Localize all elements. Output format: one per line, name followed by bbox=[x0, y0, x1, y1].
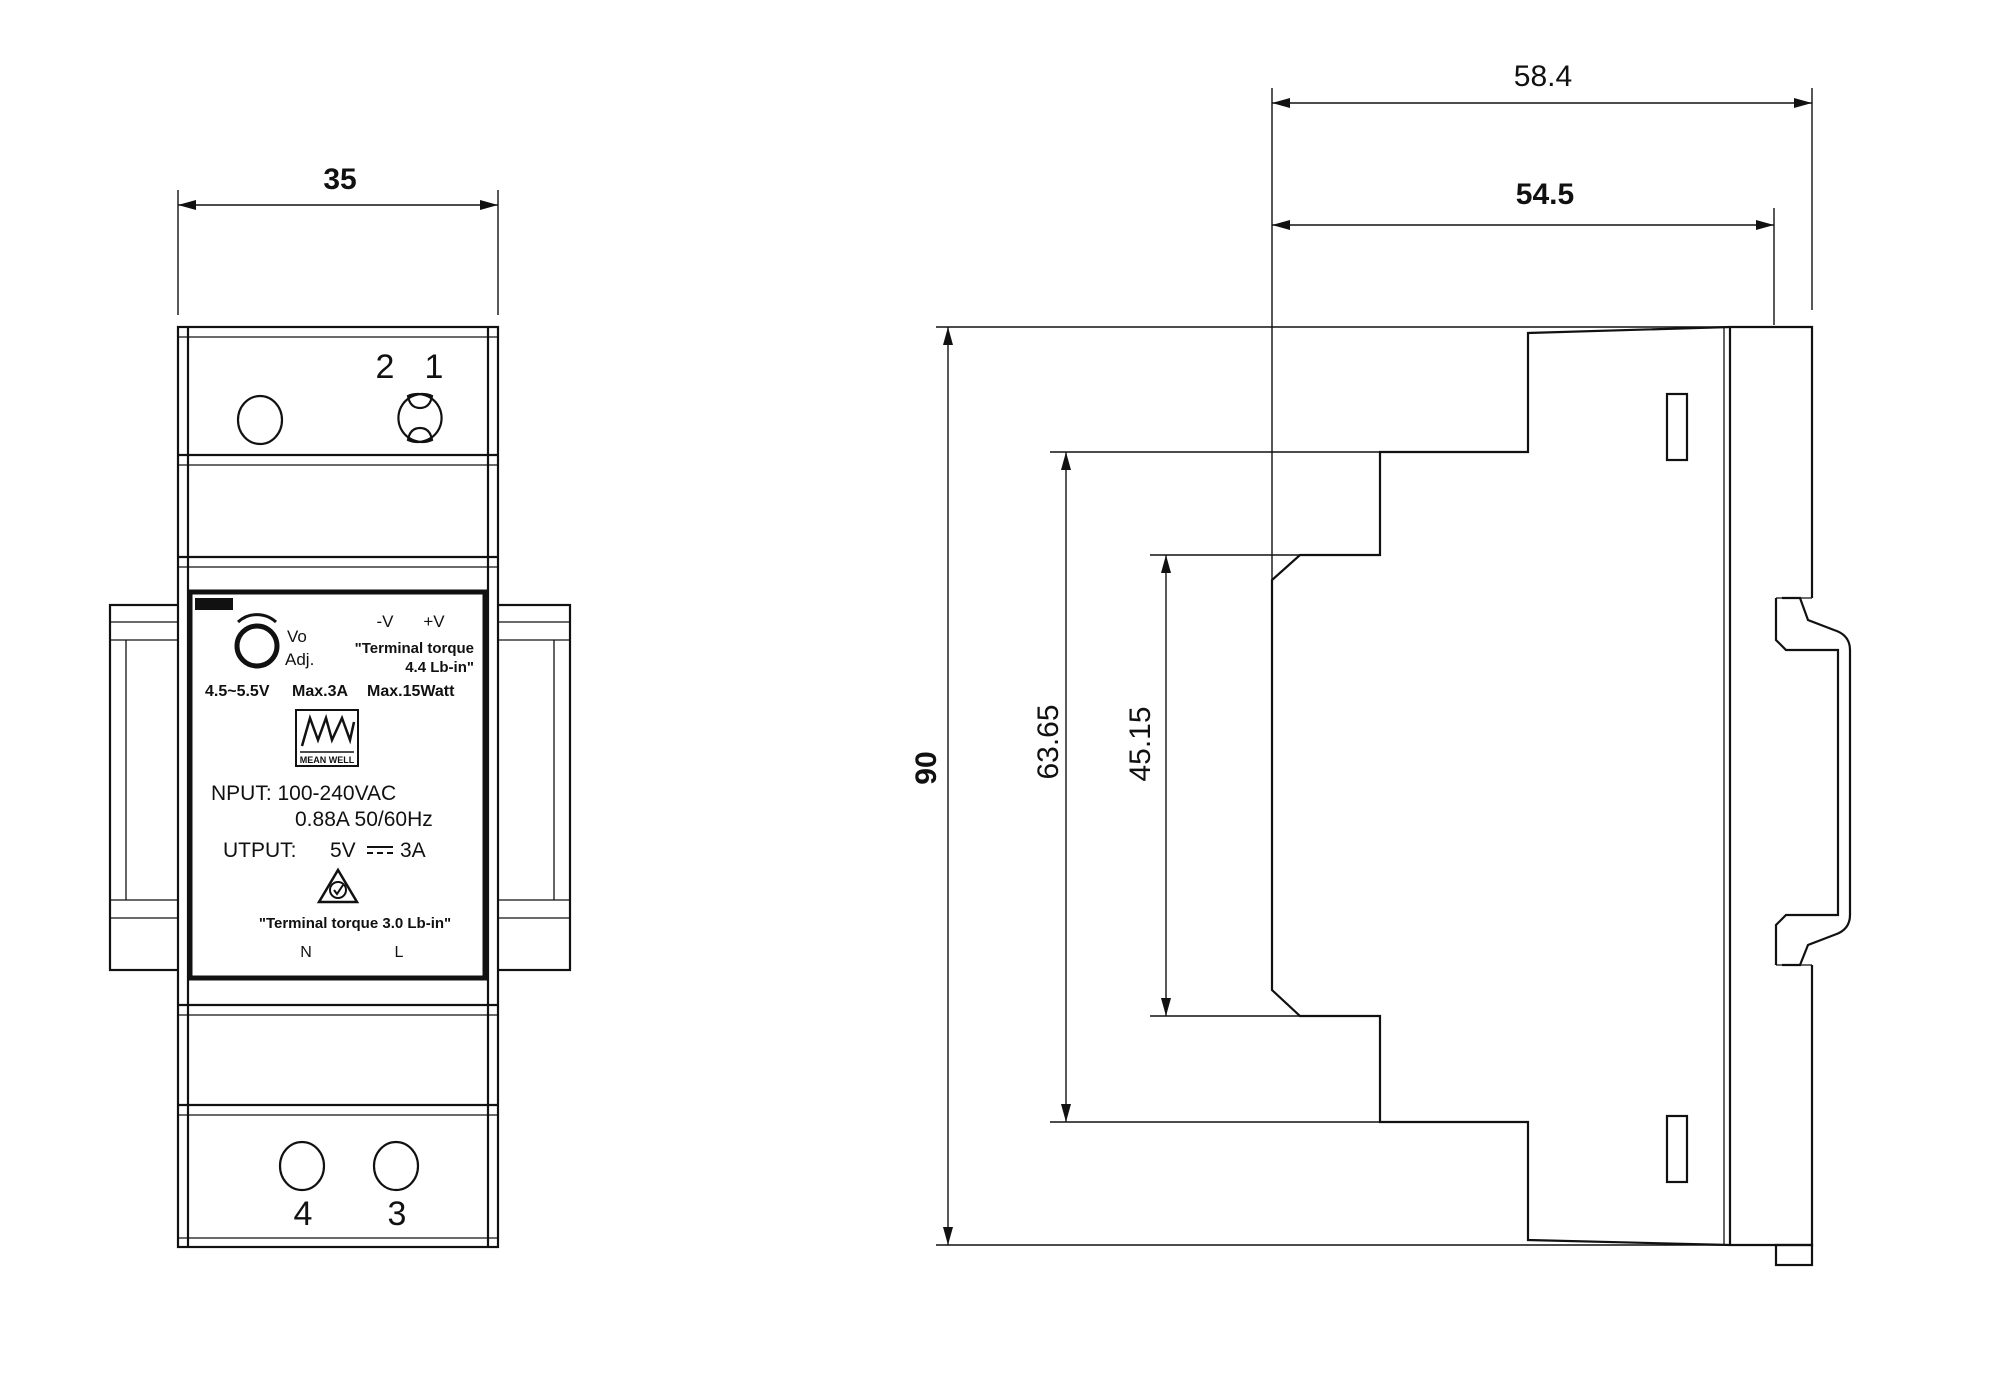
label-plate: Vo Adj. -V +V "Terminal torque 4.4 Lb-in… bbox=[187, 589, 488, 981]
dim-width-35: 35 bbox=[177, 163, 499, 315]
dim-text-54-5: 54.5 bbox=[1516, 178, 1574, 211]
side-view: 58.4 54.5 90 63.65 bbox=[910, 60, 1852, 1267]
dim-text-35: 35 bbox=[323, 163, 356, 196]
side-slot bbox=[1665, 392, 1689, 462]
spec-current: Max.3A bbox=[292, 683, 348, 700]
dim-text-90: 90 bbox=[910, 751, 943, 784]
dim-text-58-4: 58.4 bbox=[1514, 60, 1572, 93]
input-line2: 0.88A 50/60Hz bbox=[295, 808, 433, 831]
terminal-number-1: 1 bbox=[425, 348, 444, 386]
output-current: 3A bbox=[400, 839, 426, 862]
polarity-minus: -V bbox=[377, 612, 395, 631]
terminal-hole bbox=[372, 1140, 420, 1192]
top-terminals: 2 1 bbox=[236, 348, 444, 446]
terminal-hole bbox=[397, 392, 443, 444]
vo-adjust-knob-icon bbox=[234, 623, 280, 669]
neutral-label: N bbox=[300, 944, 312, 961]
meanwell-logo: MEAN WELL bbox=[295, 709, 359, 767]
output-label: UTPUT: bbox=[223, 839, 297, 862]
front-view: 35 bbox=[108, 163, 572, 1249]
terminal-hole bbox=[236, 394, 284, 446]
dim-height: 90 bbox=[910, 326, 1780, 1246]
input-line1: NPUT: 100-240VAC bbox=[211, 782, 396, 805]
side-slot bbox=[1665, 1114, 1689, 1184]
terminal-hole bbox=[278, 1140, 326, 1192]
bottom-terminals: 4 3 bbox=[278, 1140, 420, 1233]
din-rail-clip bbox=[1774, 596, 1852, 967]
polarity-plus: +V bbox=[423, 612, 445, 631]
torque-bottom: "Terminal torque 3.0 Lb-in" bbox=[259, 915, 451, 932]
spec-power: Max.15Watt bbox=[367, 683, 455, 700]
torque-top-line2: 4.4 Lb-in" bbox=[405, 659, 474, 676]
dim-inner-height: 45.15 bbox=[1124, 554, 1300, 1017]
vo-label: Vo bbox=[287, 627, 307, 646]
dim-text-45-15: 45.15 bbox=[1124, 706, 1157, 781]
line-label: L bbox=[395, 944, 404, 961]
terminal-number-2: 2 bbox=[376, 348, 395, 386]
output-voltage: 5V bbox=[330, 839, 356, 862]
spec-voltage: 4.5~5.5V bbox=[205, 683, 270, 700]
dim-step-height: 63.65 bbox=[1032, 451, 1380, 1123]
certification-mark-icon bbox=[316, 867, 360, 904]
dim-overall-depth: 58.4 bbox=[1271, 60, 1813, 580]
terminal-number-3: 3 bbox=[388, 1195, 407, 1233]
terminal-number-4: 4 bbox=[294, 1195, 313, 1233]
side-body bbox=[1270, 325, 1814, 1267]
dc-symbol-icon bbox=[367, 846, 393, 854]
torque-top-line1: "Terminal torque bbox=[355, 640, 474, 657]
adj-label: Adj. bbox=[285, 650, 314, 669]
dim-text-63-65: 63.65 bbox=[1032, 704, 1065, 779]
svg-text:MEAN WELL: MEAN WELL bbox=[300, 755, 355, 765]
dim-body-depth: 54.5 bbox=[1272, 178, 1775, 325]
